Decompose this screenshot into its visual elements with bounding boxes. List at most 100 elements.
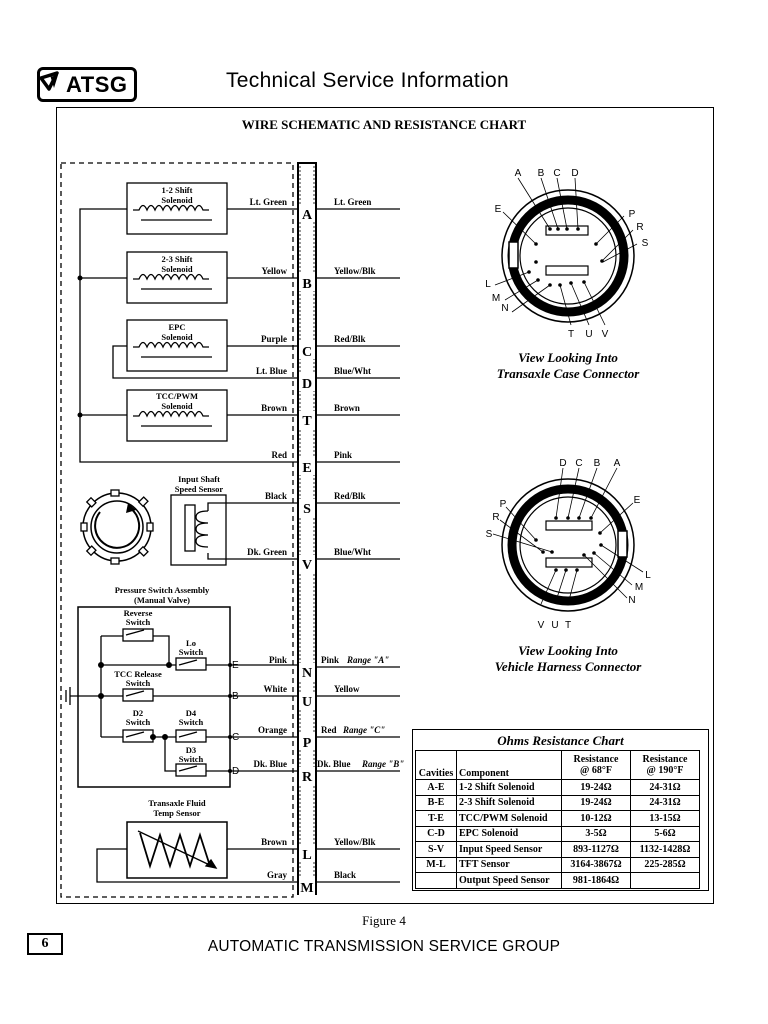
wire-left-label: Dk. Green [247,547,287,557]
pin-bg [299,878,315,895]
wire-right-label: Yellow/Blk [334,837,376,847]
pin-V: V [302,558,312,573]
case-connector-pin-letter: M [492,293,500,304]
harness-caption-1: View Looking Into [518,643,618,658]
wire-right-label: Red/Blk [334,334,366,344]
resistance-cell: 2-3 Shift Solenoid [456,794,562,811]
harness-connector-pin-letter: D [559,458,566,469]
pin-E: E [302,461,311,476]
tcc-release-label-1: TCC Release [114,669,162,679]
harness-connector-pin-letter: B [594,458,601,469]
psa-terminal-d: D [232,766,239,777]
wire-left-label: Purple [261,334,287,344]
pin-bg [299,411,315,428]
pin-B: B [302,277,311,292]
figure-caption: Figure 4 [362,913,406,928]
d3-label-2: Switch [179,754,204,764]
resistance-header-cell: Component [456,750,562,780]
d3-label-1: D3 [186,745,196,755]
wire-right-label: Brown [334,403,360,413]
footer-text: AUTOMATIC TRANSMISSION SERVICE GROUP [207,938,561,955]
harness-connector-pin-letter: S [486,529,493,540]
lo-label-2: Switch [179,647,204,657]
d2-label-2: Switch [126,717,151,727]
pin-S: S [303,502,311,517]
case-connector-pin-letter: A [515,168,522,179]
shift12-label-2: Solenoid [161,195,192,205]
schematic-frame [56,107,714,904]
case-connector-pin-letter: R [636,222,643,233]
wire-right-label: Blue/Wht [334,366,371,376]
pin-T: T [302,414,312,429]
case-caption-2: Transaxle Case Connector [497,366,640,381]
case-connector-pin-letter: N [501,303,508,314]
resistance-cell: 24-31Ω [630,779,700,796]
resistance-cell: A-E [415,779,457,796]
tcc-label-2: Solenoid [161,401,192,411]
wire-right-label: Yellow/Blk [334,266,376,276]
wire-left-label: Pink [269,655,287,665]
case-connector-pin-letter: U [585,329,592,340]
case-connector-pin-letter: L [485,279,491,290]
resistance-cell: B-E [415,794,457,811]
pin-R: R [302,770,313,785]
harness-connector-pin-letter: C [575,458,582,469]
case-connector-pin-letter: V [602,329,609,340]
case-caption-1: View Looking Into [518,350,618,365]
iss-label-1: Input Shaft [178,474,220,484]
header-line: Resistance [642,754,688,765]
resistance-cell: 981-1864Ω [561,872,631,889]
pin-D: D [302,377,312,392]
pin-bg [299,458,315,475]
harness-caption-2: Vehicle Harness Connector [495,659,643,674]
wire-left-label: Black [265,491,287,501]
lo-label-1: Lo [186,638,196,648]
harness-connector-pin-letter: E [634,495,641,506]
pin-bg [299,845,315,862]
pin-C: C [302,345,312,360]
harness-connector-pin-letter: R [492,512,499,523]
case-connector-pin-letter: P [629,209,636,220]
wire-left-label: White [264,684,288,694]
reverse-label-1: Reverse [124,608,153,618]
pin-bg [299,692,315,709]
tcc-release-label-2: Switch [126,678,151,688]
resistance-cell: 19-24Ω [561,779,631,796]
harness-connector-pin-letter: N [628,595,635,606]
case-connector-pin-letter: B [538,168,545,179]
case-connector-pin-letter: E [495,204,502,215]
logo-text: ATSG [66,72,128,97]
pin-bg [299,274,315,291]
pin-U: U [302,695,312,710]
psa-terminal-e: E [232,660,239,671]
reverse-label-2: Switch [126,617,151,627]
harness-connector-pin-letter: A [614,458,621,469]
header-line: @ 68°F [580,765,612,776]
case-connector-pin-letter: S [642,238,649,249]
pin-bg [299,555,315,572]
resistance-cell: 1-2 Shift Solenoid [456,779,562,796]
page-number: 6 [27,933,63,955]
header-line: Resistance [573,754,619,765]
psa-terminal-c: C [232,732,239,743]
resistance-cell [415,872,457,889]
range-label-P: Range "C" [342,725,385,735]
range-label-N: Range "A" [346,655,389,665]
wire-right-label: Red/Blk [334,491,366,501]
resistance-cell: 10-12Ω [561,810,631,827]
case-connector-pin-letter: D [571,168,578,179]
resistance-cell [630,872,700,889]
resistance-cell: EPC Solenoid [456,825,562,842]
resistance-cell: S-V [415,841,457,858]
pin-bg [299,374,315,391]
d2-label-1: D2 [133,708,143,718]
harness-connector-pin-letter: V [538,620,545,631]
harness-connector-pin-letter: M [635,582,643,593]
pin-A: A [302,208,313,223]
resistance-chart-title: Ohms Resistance Chart [497,733,624,748]
